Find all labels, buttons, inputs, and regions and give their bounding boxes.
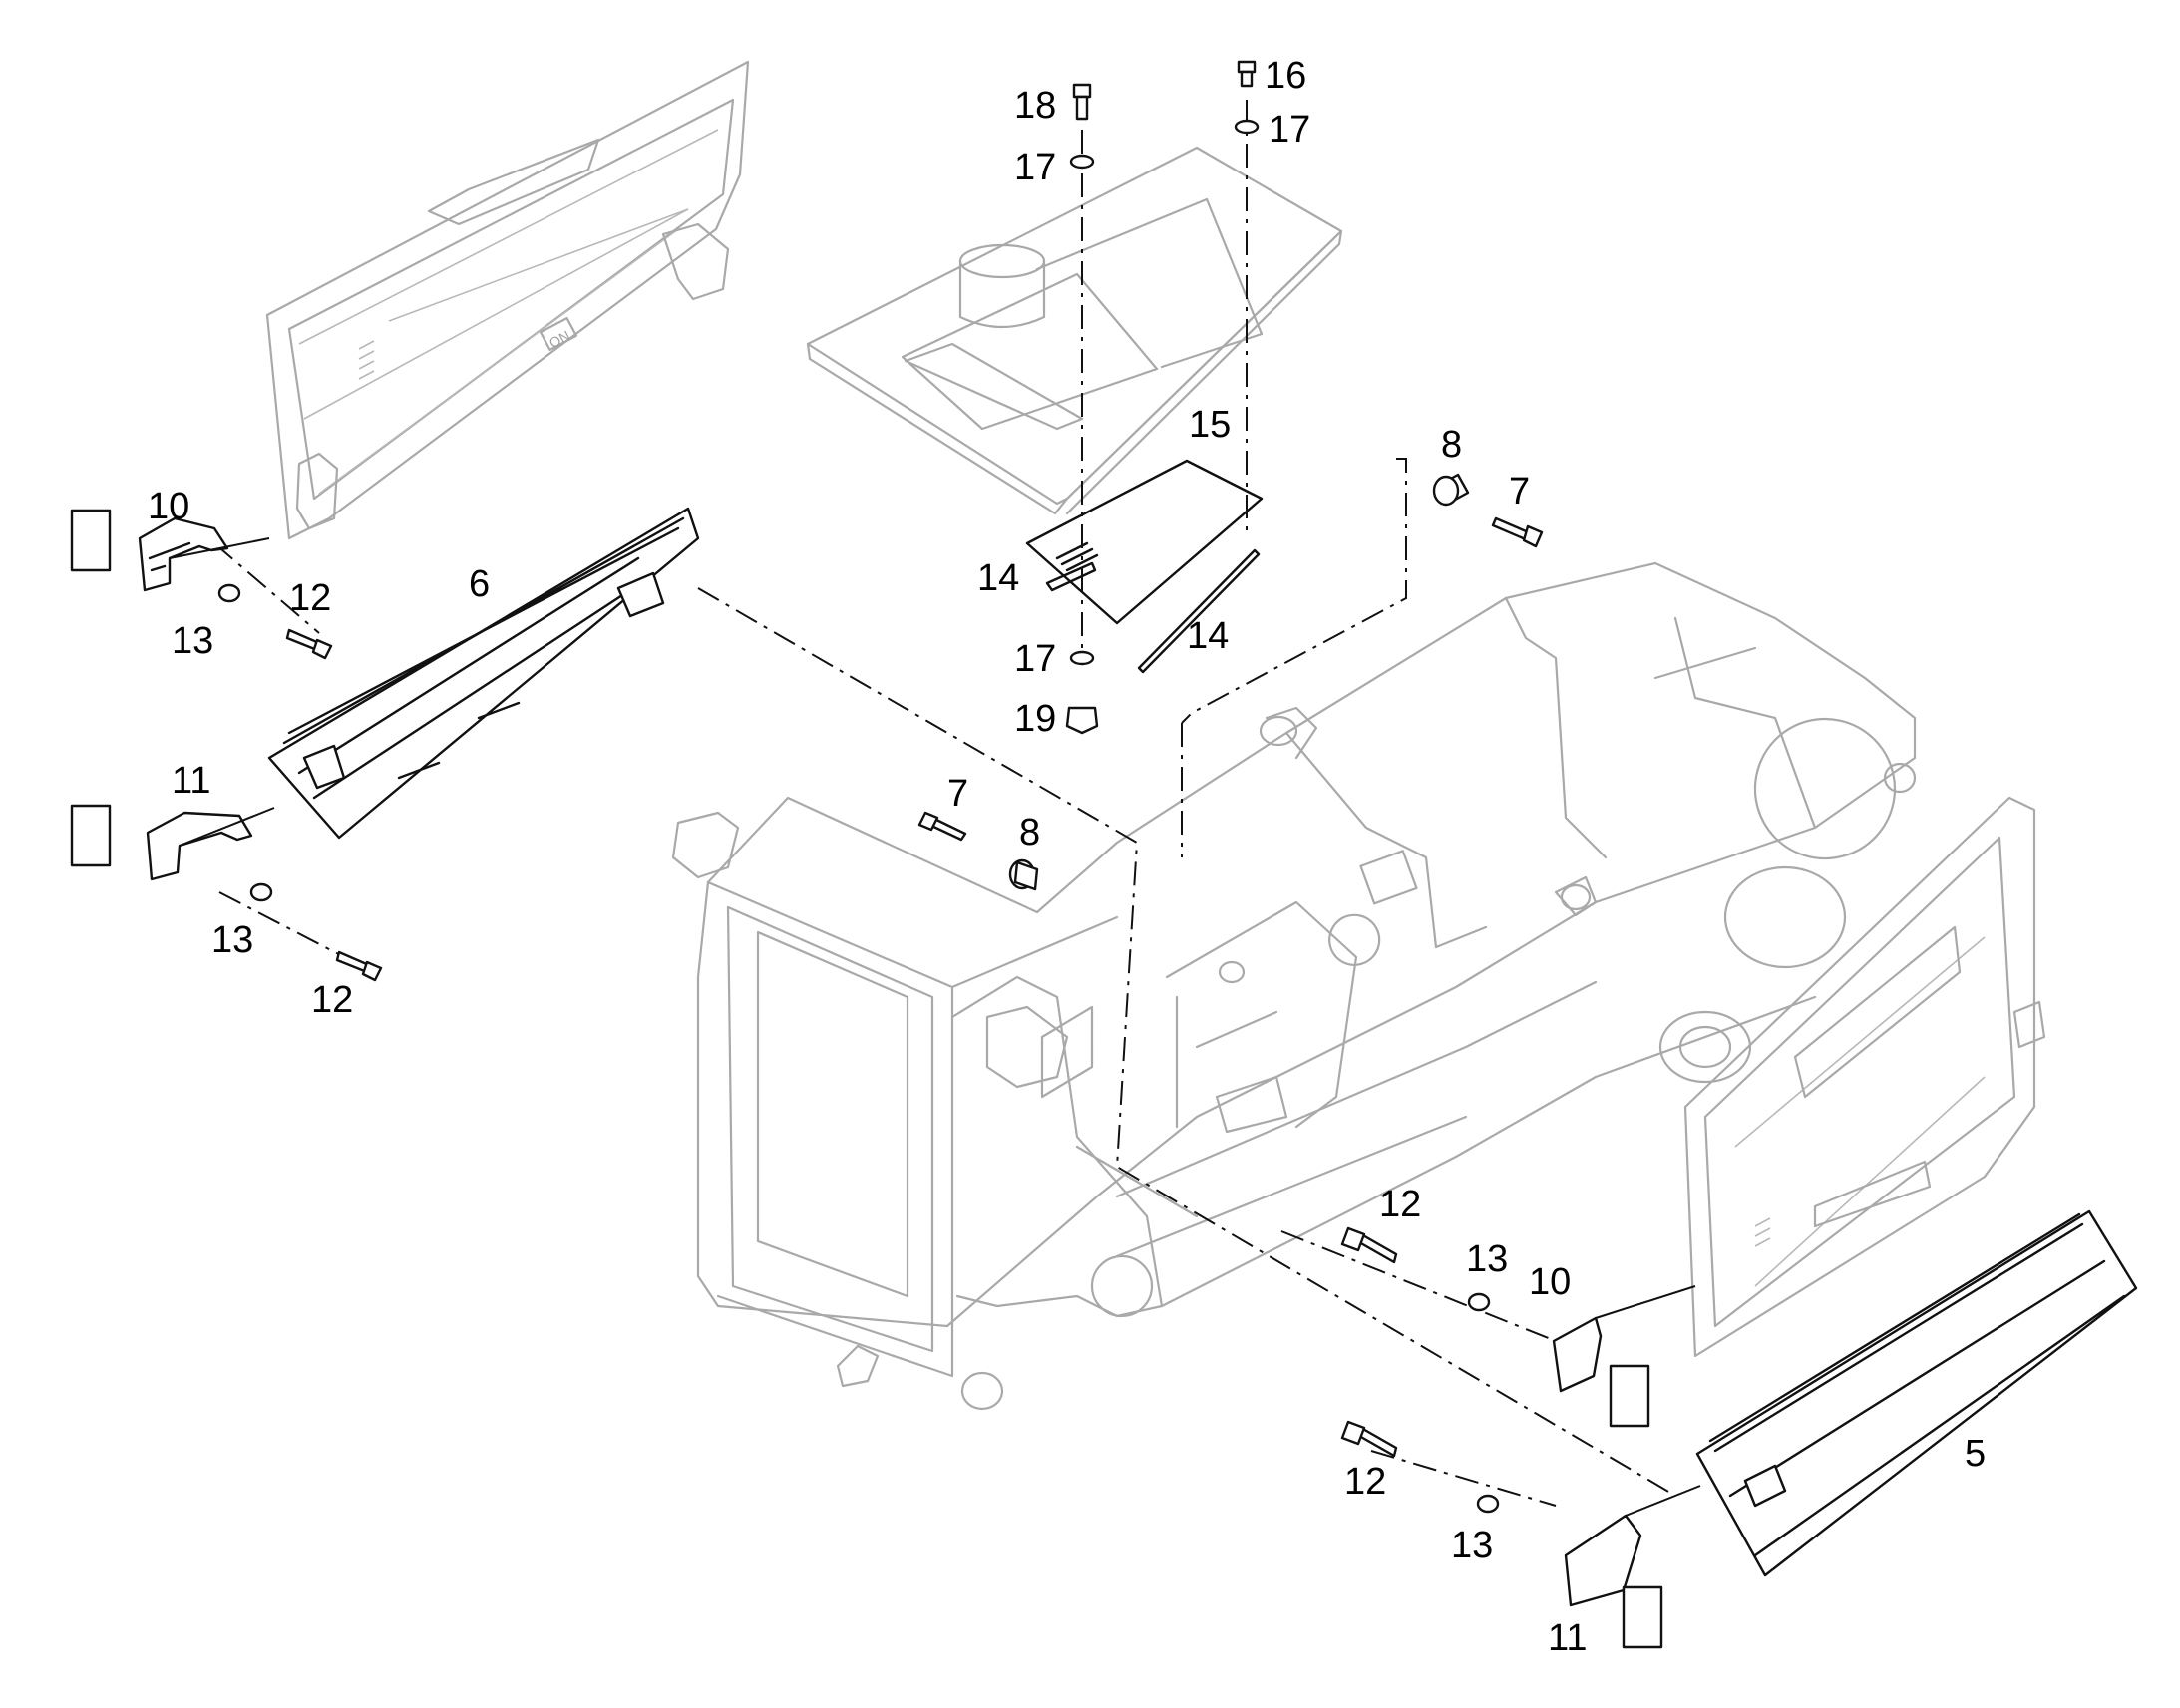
lower-right-door-panel [1683, 796, 2046, 1358]
upper-left-door-panel: ON [265, 60, 750, 540]
part-12-bolt [1357, 1232, 1398, 1264]
part-5-side-rail [1695, 1209, 2138, 1577]
part-17-washer [1069, 650, 1095, 666]
part-16-bolt-head [1237, 60, 1257, 74]
right-hinge-brackets [1340, 1226, 1663, 1649]
part-15-inner-plate [1025, 459, 1264, 674]
rail-latch [302, 744, 346, 790]
callout-10: 10 [148, 486, 189, 527]
callout-10: 10 [1529, 1261, 1571, 1303]
part-10-bracket [138, 516, 229, 592]
main-frame [671, 561, 1917, 1411]
part-17-washer [1069, 154, 1095, 170]
top-cover-plate [806, 146, 1343, 515]
part-13-washer [1467, 1292, 1491, 1312]
callout-11: 11 [172, 760, 210, 802]
part-11-bracket [1564, 1514, 1642, 1607]
part-10-bracket [1552, 1316, 1603, 1393]
part-12-bolt [1357, 1426, 1398, 1458]
panel-logo-badge [539, 317, 578, 351]
leader-lines [169, 537, 1701, 1517]
pad-block [70, 509, 112, 572]
pad-block [1609, 1364, 1650, 1428]
callout-8: 8 [1019, 812, 1040, 854]
assembly-center-lines [213, 100, 1886, 1507]
part-18-bolt-head [1072, 83, 1092, 99]
callout-5: 5 [1965, 1433, 1986, 1475]
callout-16: 16 [1265, 55, 1306, 97]
callout-12: 12 [1344, 1461, 1386, 1503]
part-14-seal-right [1137, 548, 1261, 674]
part-19-nut [1065, 706, 1099, 735]
callout-12: 12 [311, 979, 353, 1021]
callout-18: 18 [1014, 85, 1056, 127]
callout-15: 15 [1189, 404, 1231, 446]
callout-11: 11 [1548, 1617, 1587, 1659]
part-6-side-rail [267, 507, 700, 840]
part-16-bolt-shank [1240, 70, 1254, 88]
hardware-top [917, 60, 1544, 891]
callout-6: 6 [469, 563, 490, 605]
left-hinge-brackets [70, 509, 383, 982]
callout-8: 8 [1441, 424, 1462, 466]
part-14-seal-left [1045, 561, 1097, 592]
part-17-washer [1234, 119, 1260, 135]
callout-13: 13 [211, 919, 253, 961]
callout-14: 14 [977, 557, 1019, 599]
callout-17: 17 [1269, 109, 1310, 151]
callout-19: 19 [1014, 698, 1056, 740]
part-18-bolt-shank [1075, 95, 1089, 121]
callout-7: 7 [1509, 471, 1530, 512]
panel-logo-text: ON [546, 327, 572, 351]
rail-hinge [616, 571, 665, 618]
pad-block [70, 804, 112, 867]
callout-17: 17 [1014, 147, 1056, 188]
callout-7: 7 [947, 773, 968, 815]
pad-block [1622, 1585, 1663, 1649]
callout-13: 13 [1466, 1238, 1508, 1280]
rail-latch [1743, 1464, 1787, 1508]
callout-12: 12 [1379, 1184, 1421, 1225]
callout-13: 13 [1451, 1525, 1493, 1566]
callout-labels: 18 16 17 17 15 8 7 10 6 12 13 14 14 17 1… [148, 55, 1986, 1659]
callout-13: 13 [172, 620, 213, 662]
callout-12: 12 [289, 577, 331, 619]
callout-17: 17 [1014, 638, 1056, 680]
part-11-bracket [146, 811, 253, 881]
callout-14: 14 [1187, 615, 1229, 657]
part-13-washer [249, 882, 273, 902]
part-13-washer [1476, 1494, 1500, 1514]
part-13-washer [217, 583, 241, 603]
